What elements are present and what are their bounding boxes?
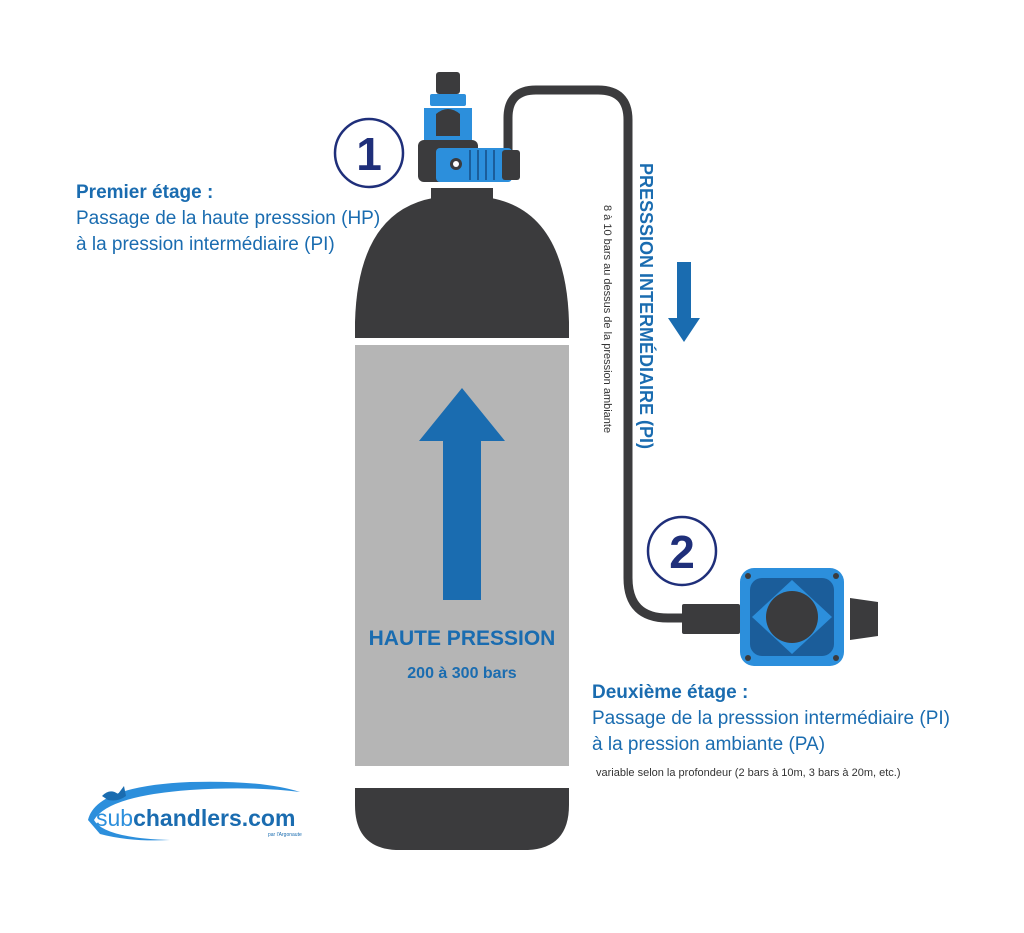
- tank-label: HAUTE PRESSION: [369, 627, 556, 650]
- diver-icon: [102, 786, 126, 801]
- second-stage-regulator-icon: [682, 568, 878, 666]
- logo-word-rest: chandlers.com: [133, 805, 295, 831]
- stage2-note: variable selon la profondeur (2 bars à 1…: [596, 767, 901, 779]
- intermediate-pressure-down-arrow-icon: [668, 262, 700, 342]
- stage2-number: 2: [669, 526, 695, 578]
- scuba-tank: [355, 188, 569, 850]
- stage2-heading: Deuxième étage :: [592, 682, 749, 703]
- stage1-line2: à la pression intermédiaire (PI): [76, 234, 335, 255]
- stage2-line2: à la pression ambiante (PA): [592, 734, 826, 755]
- tank-top: [355, 198, 569, 338]
- intermediate-pressure-label: PRESSSION INTERMÉDIAIRE (PI): [636, 163, 657, 449]
- tank-bottom: [355, 788, 569, 850]
- logo-swoosh: [88, 781, 300, 841]
- subchandlers-logo: subchandlers.com par l'Argonaute: [88, 781, 302, 841]
- tank-sublabel: 200 à 300 bars: [407, 665, 517, 682]
- stage1-number: 1: [356, 128, 382, 180]
- stage1-line1: Passage de la haute presssion (HP): [76, 208, 381, 229]
- logo-wordmark: subchandlers.com: [96, 805, 295, 831]
- stage1-heading: Premier étage :: [76, 182, 214, 203]
- first-stage-regulator-icon: [418, 72, 520, 182]
- logo-word-sub: sub: [96, 805, 133, 831]
- stage2-number-circle: [646, 515, 718, 587]
- intermediate-pressure-note: 8 à 10 bars au dessus de la pression amb…: [601, 205, 613, 433]
- high-pressure-up-arrow-icon: [419, 388, 505, 600]
- intermediate-pressure-hose: [503, 85, 695, 623]
- stage1-number-circle: [333, 117, 405, 189]
- logo-tagline: par l'Argonaute: [268, 832, 302, 838]
- stage2-line1: Passage de la presssion intermédiaire (P…: [592, 708, 951, 729]
